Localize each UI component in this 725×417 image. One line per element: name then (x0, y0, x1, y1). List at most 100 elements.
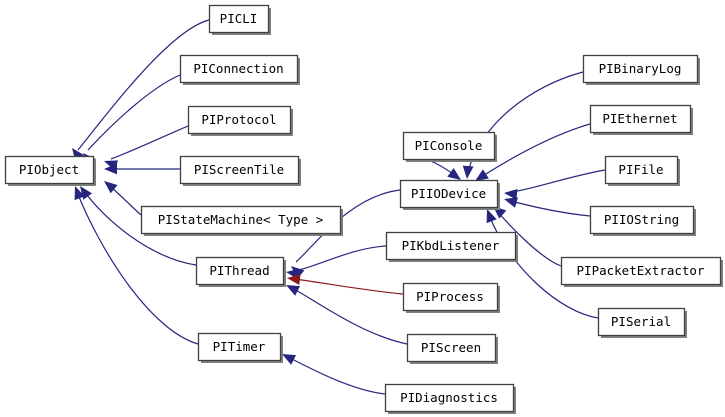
edge-piscreentile (104, 163, 180, 175)
arrow-head-icon (462, 165, 474, 179)
edge-pistatemachine (104, 181, 142, 216)
node-box[interactable] (179, 155, 300, 185)
edge-line (291, 287, 408, 345)
node-picli[interactable]: PICLI (208, 4, 272, 36)
node-box[interactable] (604, 155, 679, 185)
edge-line (293, 278, 404, 295)
edge-line (287, 356, 386, 395)
arrow-head-icon (504, 197, 518, 208)
arrow-head-icon (447, 167, 461, 180)
node-piscreen[interactable]: PIScreen (406, 333, 499, 365)
node-box[interactable] (385, 231, 517, 261)
edge-line (292, 245, 387, 272)
node-label: PIDiagnostics (400, 390, 498, 405)
node-box[interactable] (402, 131, 496, 161)
node-label: PIConsole (415, 138, 483, 153)
node-piobject[interactable]: PIObject (4, 155, 97, 187)
edge-line (76, 191, 199, 345)
node-pifile[interactable]: PIFile (604, 155, 681, 187)
node-label: PITimer (213, 339, 266, 354)
arrow-head-icon (74, 186, 85, 201)
nodes-layer: PIObject PICLI PIConnectionPIProtocolPIScr… (4, 4, 724, 415)
node-box[interactable] (208, 4, 270, 34)
node-box[interactable] (589, 104, 692, 134)
edge-line (109, 185, 142, 216)
node-label: PIKbdListener (402, 238, 500, 253)
node-box[interactable] (179, 54, 299, 84)
edge-piprotocol (104, 125, 189, 171)
node-pibinarylog[interactable]: PIBinaryLog (582, 54, 701, 86)
edge-piconnection (83, 74, 181, 167)
node-label: PIProtocol (201, 112, 276, 127)
node-box[interactable] (597, 307, 686, 337)
node-piiostring[interactable]: PIIOString (589, 205, 697, 237)
edge-line (510, 200, 591, 217)
node-piprocess[interactable]: PIProcess (402, 282, 501, 314)
edge-pibinarylog (462, 71, 584, 179)
node-box[interactable] (384, 383, 515, 413)
node-label: PISerial (611, 314, 671, 329)
arrow-head-icon (486, 209, 497, 224)
node-piiodevice[interactable]: PIIODevice (399, 179, 501, 211)
edge-piprocess (287, 274, 404, 295)
arrow-head-icon (282, 354, 297, 365)
arrow-head-icon (475, 169, 489, 181)
node-label: PIConnection (193, 61, 283, 76)
edge-piscreen (286, 285, 408, 345)
edge-piiostring (504, 197, 591, 217)
edge-picli (72, 19, 210, 162)
edge-line (480, 123, 591, 178)
edge-line (510, 169, 606, 193)
edge-pidiagnostics (282, 354, 386, 395)
node-label: PIFile (618, 162, 663, 177)
node-box[interactable] (589, 205, 695, 235)
node-pidiagnostics[interactable]: PIDiagnostics (384, 383, 517, 415)
node-box[interactable] (402, 282, 499, 312)
edge-piethernet (475, 123, 591, 181)
arrow-head-icon (104, 163, 117, 175)
node-label: PIIODevice (411, 186, 486, 201)
edge-line (110, 125, 189, 160)
node-pikbdlistener[interactable]: PIKbdListener (385, 231, 519, 263)
node-pithread[interactable]: PIThread (195, 256, 287, 288)
node-label: PIIOString (604, 212, 679, 227)
node-box[interactable] (399, 179, 499, 209)
node-box[interactable] (4, 155, 95, 185)
node-box[interactable] (195, 256, 285, 286)
node-box[interactable] (560, 256, 722, 286)
node-box[interactable] (197, 332, 282, 362)
node-piconnection[interactable]: PIConnection (179, 54, 301, 86)
arrow-head-icon (104, 181, 118, 194)
node-label: PIProcess (416, 289, 484, 304)
node-label: PIScreen (421, 340, 481, 355)
node-piprotocol[interactable]: PIProtocol (187, 105, 294, 137)
node-box[interactable] (582, 54, 699, 84)
node-label: PIScreenTile (194, 162, 284, 177)
node-label: PIEthernet (602, 111, 677, 126)
edge-pifile (504, 169, 606, 200)
node-piconsole[interactable]: PIConsole (402, 131, 498, 163)
node-label: PIThread (209, 263, 269, 278)
node-box[interactable] (187, 105, 292, 135)
node-label: PIStateMachine< Type > (158, 212, 324, 227)
node-piethernet[interactable]: PIEthernet (589, 104, 694, 136)
node-box[interactable] (140, 205, 342, 235)
arrow-head-icon (504, 188, 518, 200)
arrow-head-icon (287, 274, 301, 285)
node-piserial[interactable]: PISerial (597, 307, 688, 339)
arrow-head-icon (286, 285, 301, 296)
node-label: PIPacketExtractor (577, 263, 705, 278)
edge-line (87, 74, 181, 151)
edge-pitimer (74, 186, 199, 345)
node-label: PIBinaryLog (599, 61, 682, 76)
node-box[interactable] (406, 333, 497, 363)
node-pistatemachine[interactable]: PIStateMachine< Type > (140, 205, 344, 237)
node-label: PICLI (220, 11, 258, 26)
node-piscreentile[interactable]: PIScreenTile (179, 155, 302, 187)
node-pipacketextractor[interactable]: PIPacketExtractor (560, 256, 724, 288)
edge-line (77, 19, 210, 151)
node-pitimer[interactable]: PITimer (197, 332, 284, 364)
edge-line (83, 190, 197, 266)
